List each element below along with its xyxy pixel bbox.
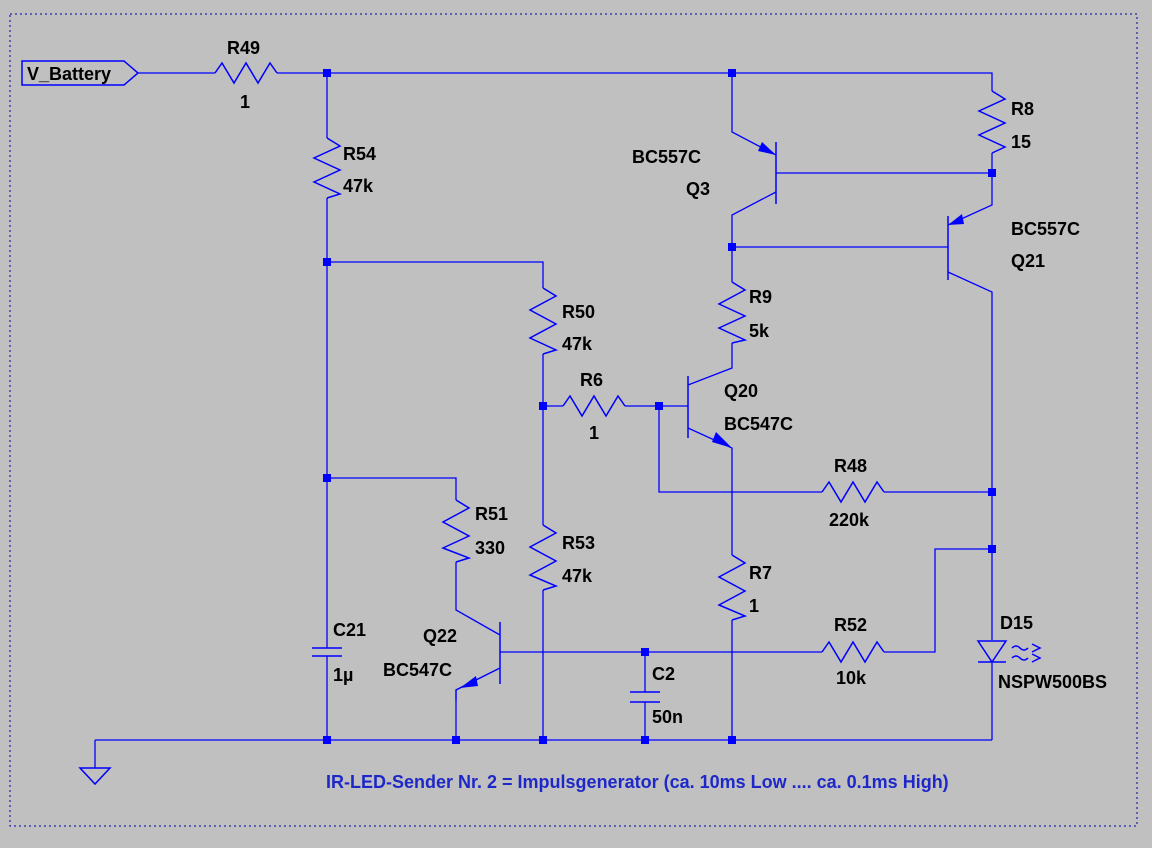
wires	[94, 72, 993, 768]
r7-value: 1	[749, 596, 759, 616]
junction-dots	[323, 69, 996, 744]
r8-ref: R8	[1011, 99, 1034, 119]
r54-ref: R54	[343, 144, 376, 164]
resistor-r6-symbol	[562, 394, 626, 418]
r51-value: 330	[475, 538, 505, 558]
resistor-r49-symbol	[214, 61, 278, 85]
q3-ref: Q3	[686, 179, 710, 199]
resistor-r50-symbol	[528, 287, 559, 355]
resistor-r9-symbol	[717, 281, 748, 344]
resistor-r48-symbol	[821, 480, 885, 504]
d15-model: NSPW500BS	[998, 672, 1107, 692]
r9-value: 5k	[749, 321, 770, 341]
r49-value: 1	[240, 92, 250, 112]
r50-ref: R50	[562, 302, 595, 322]
r51-ref: R51	[475, 504, 508, 524]
c21-value: 1µ	[333, 665, 353, 685]
d15-ref: D15	[1000, 613, 1033, 633]
r48-ref: R48	[834, 456, 867, 476]
q3-model: BC557C	[632, 147, 701, 167]
q20-ref: Q20	[724, 381, 758, 401]
r50-value: 47k	[562, 334, 593, 354]
schematic-title: IR-LED-Sender Nr. 2 = Impulsgenerator (c…	[326, 772, 949, 792]
r54-value: 47k	[343, 176, 374, 196]
q20-model: BC547C	[724, 414, 793, 434]
transistor-q20-symbol	[687, 376, 732, 448]
r53-value: 47k	[562, 566, 593, 586]
q21-ref: Q21	[1011, 251, 1045, 271]
r6-ref: R6	[580, 370, 603, 390]
transistor-q22-symbol	[455, 622, 501, 700]
transistor-q3-symbol	[758, 142, 777, 204]
q21-model: BC557C	[1011, 219, 1080, 239]
v-battery-port	[21, 60, 140, 86]
resistor-r54-symbol	[312, 137, 343, 199]
r48-value: 220k	[829, 510, 870, 530]
ground-symbol	[78, 767, 112, 786]
transistor-q21-symbol	[947, 214, 964, 280]
r6-value: 1	[589, 423, 599, 443]
r52-value: 10k	[836, 668, 867, 688]
r7-ref: R7	[749, 563, 772, 583]
net-label-v-battery: V_Battery	[27, 64, 111, 84]
c2-value: 50n	[652, 707, 683, 727]
r53-ref: R53	[562, 533, 595, 553]
r52-ref: R52	[834, 615, 867, 635]
diode-d15-symbol	[976, 640, 1042, 664]
c2-ref: C2	[652, 664, 675, 684]
q22-model: BC547C	[383, 660, 452, 680]
resistor-r52-symbol	[821, 640, 885, 664]
c21-ref: C21	[333, 620, 366, 640]
r8-value: 15	[1011, 132, 1031, 152]
capacitor-c2-symbol	[630, 691, 660, 703]
q22-ref: Q22	[423, 626, 457, 646]
resistor-r51-symbol	[441, 499, 472, 563]
sheet-border	[9, 13, 1138, 827]
resistor-r8-symbol	[977, 90, 1007, 154]
resistor-r53-symbol	[528, 524, 559, 591]
resistor-r7-symbol	[717, 554, 748, 621]
r49-ref: R49	[227, 38, 260, 58]
capacitor-c21-symbol	[312, 640, 342, 660]
r9-ref: R9	[749, 287, 772, 307]
